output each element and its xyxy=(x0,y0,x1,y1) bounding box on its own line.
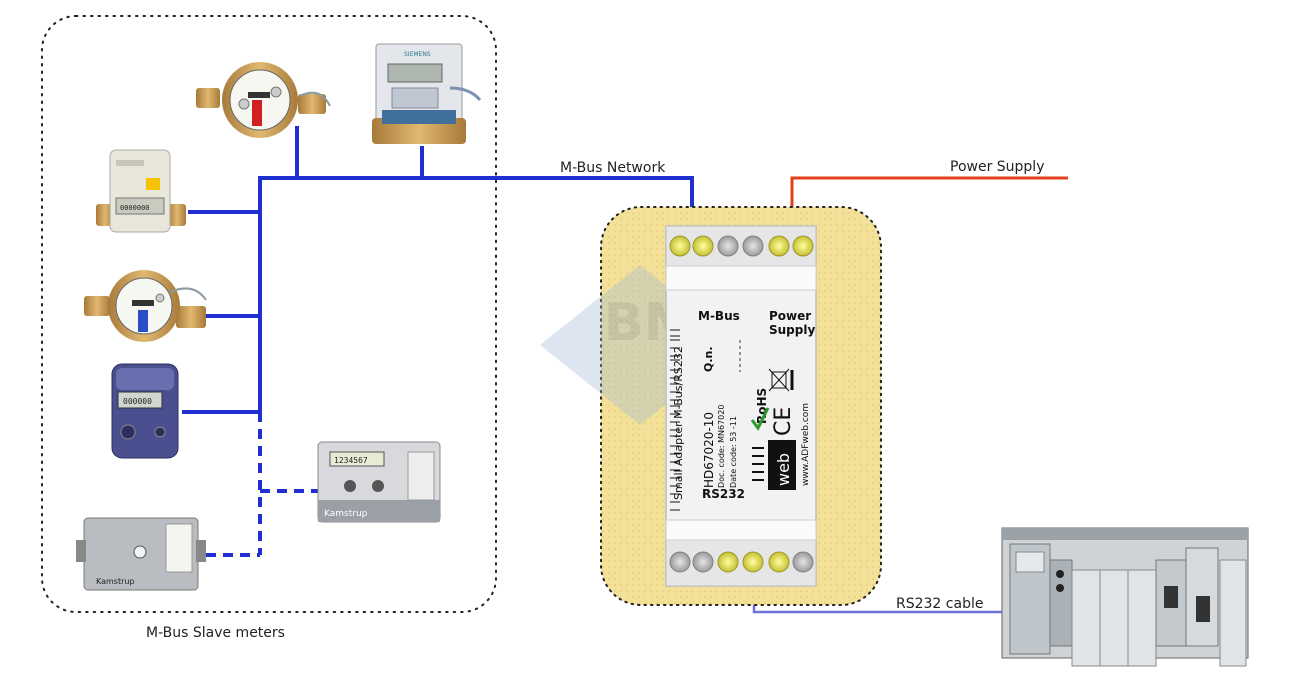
heat-meter-yellow: 0000000 xyxy=(96,149,186,233)
meter-display-1: 0000000 xyxy=(120,204,150,212)
device-qn-label: Q.n. xyxy=(702,346,715,372)
device-rs232-label: RS232 xyxy=(702,487,745,501)
rohs-check-icon xyxy=(750,407,770,431)
siemens-meter: SIEMENS xyxy=(372,43,482,144)
siemens-brand: SIEMENS xyxy=(404,51,431,58)
top-terminals xyxy=(669,235,814,257)
kamstrup-meter-large: 1234567 Kamstrup xyxy=(317,441,441,523)
adf-logo-glyph xyxy=(752,447,764,481)
adf-logo-block xyxy=(768,440,796,490)
mbus-dashed-wiring xyxy=(206,412,318,557)
device-supply-label: Supply xyxy=(769,323,815,337)
kamstrup-brand-large: Kamstrup xyxy=(324,509,368,519)
bottom-terminals xyxy=(669,551,814,573)
plc-rack xyxy=(1001,527,1249,667)
rs232-cable-label: RS232 cable xyxy=(896,596,983,612)
adapter-device: M-Bus Power Supply Q.n. Small Adapter M-… xyxy=(665,225,817,587)
mbus-network-label: M-Bus Network xyxy=(560,160,666,176)
device-title: Small Adapter M-Bus/RS232 xyxy=(672,346,685,500)
device-date-code: Date code: 53 -11 xyxy=(729,416,738,488)
blue-heat-meter: 000000 xyxy=(111,363,179,459)
barcode xyxy=(670,329,680,511)
device-doc-code: Doc. code: MN67020 xyxy=(717,405,726,488)
device-mbus-label: M-Bus xyxy=(698,309,740,323)
water-meter-blue xyxy=(84,270,207,342)
power-supply-label: Power Supply xyxy=(950,159,1045,175)
meter-display-2: 1234567 xyxy=(334,456,368,465)
slave-meters-label: M-Bus Slave meters xyxy=(146,625,285,641)
water-meter-top xyxy=(196,62,331,138)
device-model: HD67020-10 xyxy=(702,412,716,488)
kamstrup-brand-small: Kamstrup xyxy=(96,577,135,586)
kamstrup-meter-small: Kamstrup xyxy=(76,517,206,591)
device-ce-mark: CE xyxy=(771,407,796,436)
device-brand: web xyxy=(774,453,793,486)
device-power-label: Power xyxy=(769,309,811,323)
meter-display-3: 000000 xyxy=(123,397,152,406)
weee-bin-icon xyxy=(768,368,790,392)
device-url: www.ADFweb.com xyxy=(801,403,811,486)
